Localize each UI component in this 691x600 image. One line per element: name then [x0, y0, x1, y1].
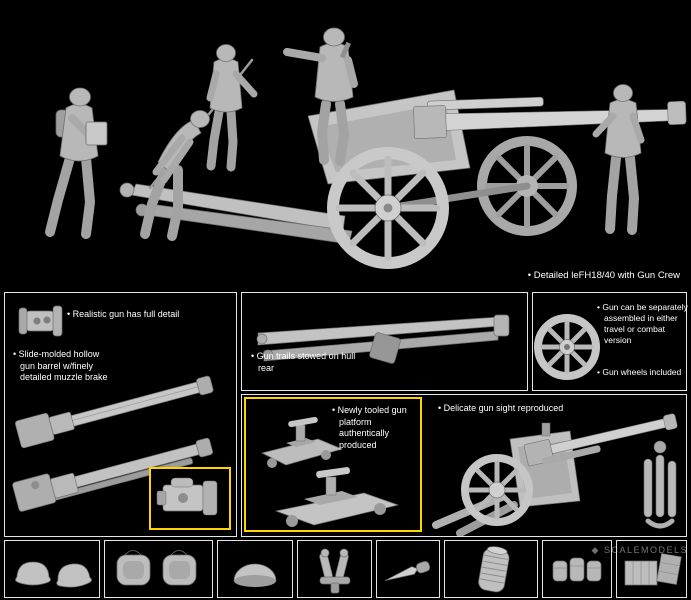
- seats-render: [116, 550, 197, 586]
- part-periscope: [297, 540, 372, 598]
- caption-wheels-included: • Gun wheels included: [597, 367, 682, 377]
- watermark-logo-icon: ◆: [591, 545, 600, 555]
- soldier-with-stake: [206, 44, 258, 172]
- caption-slide-molded: • Slide-molded hollow gun barrel w/finel…: [13, 349, 108, 383]
- platform-inset: • Newly tooled gun platform authenticall…: [244, 397, 422, 532]
- hero-caption: • Detailed leFH18/40 with Gun Crew: [527, 270, 680, 281]
- helmets-render: [15, 561, 92, 588]
- gun-crew-render: [45, 27, 687, 269]
- dome-render: [233, 563, 277, 587]
- soldier-pointing: [283, 27, 358, 166]
- hero-photo: • Detailed leFH18/40 with Gun Crew: [0, 0, 691, 291]
- canister-render: [478, 546, 510, 593]
- part-pouches: [542, 540, 612, 598]
- caption-sight: • Delicate gun sight reproduced: [438, 403, 564, 413]
- combat-panel: • Newly tooled gun platform authenticall…: [241, 394, 687, 537]
- soldier-bending: [140, 110, 210, 241]
- combat-gun-render: [432, 413, 678, 536]
- barrel-panel: • Realistic gun has full detail • Slide-…: [4, 292, 237, 537]
- bayonet-render: [384, 561, 431, 581]
- caption-trails: • Gun trails stowed on hull rear: [251, 351, 356, 373]
- caption-wheel-assembly: • Gun can be separately assembled in eit…: [597, 302, 688, 346]
- periscope-render: [319, 548, 351, 594]
- breech-render: [156, 477, 218, 516]
- part-bayonet: [376, 540, 440, 598]
- part-seats: [104, 540, 213, 598]
- part-canister: [444, 540, 538, 598]
- crates-render: [624, 553, 682, 586]
- pouches-render: [552, 557, 602, 582]
- breech-detail-inset: [149, 467, 231, 530]
- platform-render: [261, 416, 399, 527]
- watermark: ◆ SCALEMODELS: [546, 545, 688, 556]
- part-dome: [217, 540, 293, 598]
- accessory-parts-render: [643, 440, 677, 529]
- soldier-at-muzzle: [592, 84, 645, 235]
- caption-platform: • Newly tooled gun platform authenticall…: [332, 405, 407, 451]
- soldier-shell-carrier: [45, 87, 108, 239]
- wheel-render: [534, 314, 600, 380]
- muzzle-brake-render: [18, 305, 63, 337]
- part-crates: [616, 540, 687, 598]
- watermark-text: SCALEMODELS: [603, 545, 688, 555]
- trails-panel: • Gun trails stowed on hull rear: [241, 292, 528, 391]
- caption-full-detail: • Realistic gun has full detail: [67, 309, 180, 319]
- trails-render: [256, 314, 510, 364]
- part-helmets: [4, 540, 100, 598]
- wheel-panel: • Gun can be separately assembled in eit…: [532, 292, 688, 391]
